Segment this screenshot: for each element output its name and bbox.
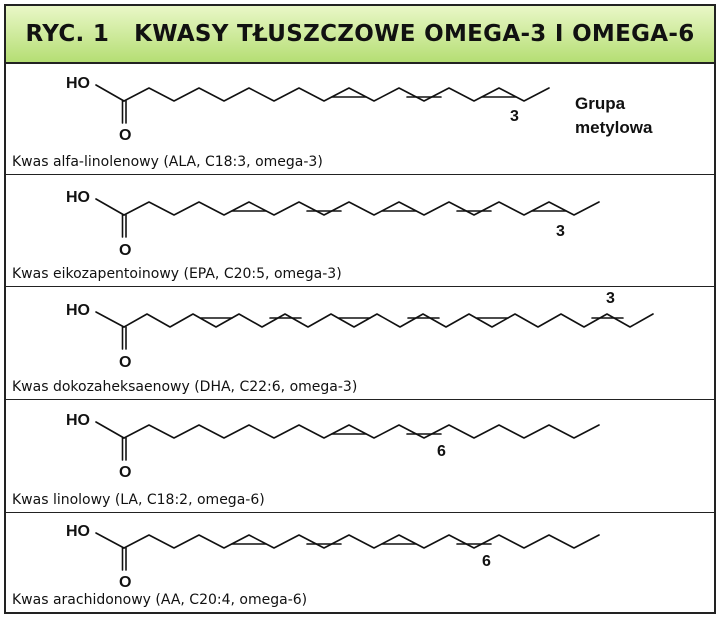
molecule-panel-ala: HO O 3 Grupa metylowa Kwas alfa-linoleno… (6, 63, 714, 175)
structure-la: HO O 6 (66, 412, 600, 481)
carbonyl-oxygen-label: O (119, 354, 131, 371)
structure-aa: HO O 6 (66, 523, 600, 591)
omega-number: 6 (482, 553, 491, 570)
hydroxyl-label: HO (66, 75, 90, 92)
carbonyl-oxygen-label: O (119, 127, 131, 144)
hydroxyl-label: HO (66, 189, 90, 206)
molecule-panel-epa: HO O 3 Kwas eikozapentoinowy (EPA, C20:5… (6, 175, 714, 287)
molecule-caption: Kwas linolowy (LA, C18:2, omega-6) (12, 492, 265, 508)
figure-title: RYC. 1 KWASY TŁUSZCZOWE OMEGA-3 I OMEGA-… (25, 21, 695, 47)
omega-number: 3 (606, 290, 615, 307)
hydroxyl-label: HO (66, 523, 90, 540)
molecule-caption: Kwas eikozapentoinowy (EPA, C20:5, omega… (12, 266, 342, 282)
structure-ala: HO O 3 Grupa metylowa (66, 75, 653, 144)
molecule-caption: Kwas dokozaheksaenowy (DHA, C22:6, omega… (12, 379, 358, 395)
carbon-chain (95, 84, 550, 124)
methyl-group-label-line1: Grupa (575, 94, 626, 113)
carbonyl-oxygen-label: O (119, 242, 131, 259)
hydroxyl-label: HO (66, 302, 90, 319)
molecule-panel-dha: HO O 3 Kwas dokozaheksaenowy (DHA, C22:6… (6, 287, 714, 400)
carbonyl-oxygen-label: O (119, 464, 131, 481)
molecule-panel-aa: HO O 6 Kwas arachidonowy (AA, C20:4, ome… (6, 513, 714, 612)
structure-epa: HO O 3 (66, 189, 600, 259)
omega-number: 3 (510, 108, 519, 125)
carbonyl-oxygen-label: O (119, 574, 131, 591)
figure-header: RYC. 1 KWASY TŁUSZCZOWE OMEGA-3 I OMEGA-… (6, 6, 714, 64)
carbon-chain (95, 198, 600, 238)
carbon-chain (95, 421, 600, 461)
figure-frame: RYC. 1 KWASY TŁUSZCZOWE OMEGA-3 I OMEGA-… (4, 4, 716, 614)
hydroxyl-label: HO (66, 412, 90, 429)
omega-number: 3 (556, 223, 565, 240)
methyl-group-label-line2: metylowa (575, 118, 653, 137)
molecule-caption: Kwas alfa-linolenowy (ALA, C18:3, omega-… (12, 154, 323, 170)
carbon-chain (95, 532, 600, 571)
molecule-caption: Kwas arachidonowy (AA, C20:4, omega-6) (12, 592, 308, 608)
molecule-panel-la: HO O 6 Kwas linolowy (LA, C18:2, omega-6… (6, 400, 714, 513)
omega-number: 6 (437, 443, 446, 460)
carbon-chain (95, 311, 654, 350)
structure-dha: HO O 3 (66, 290, 654, 371)
